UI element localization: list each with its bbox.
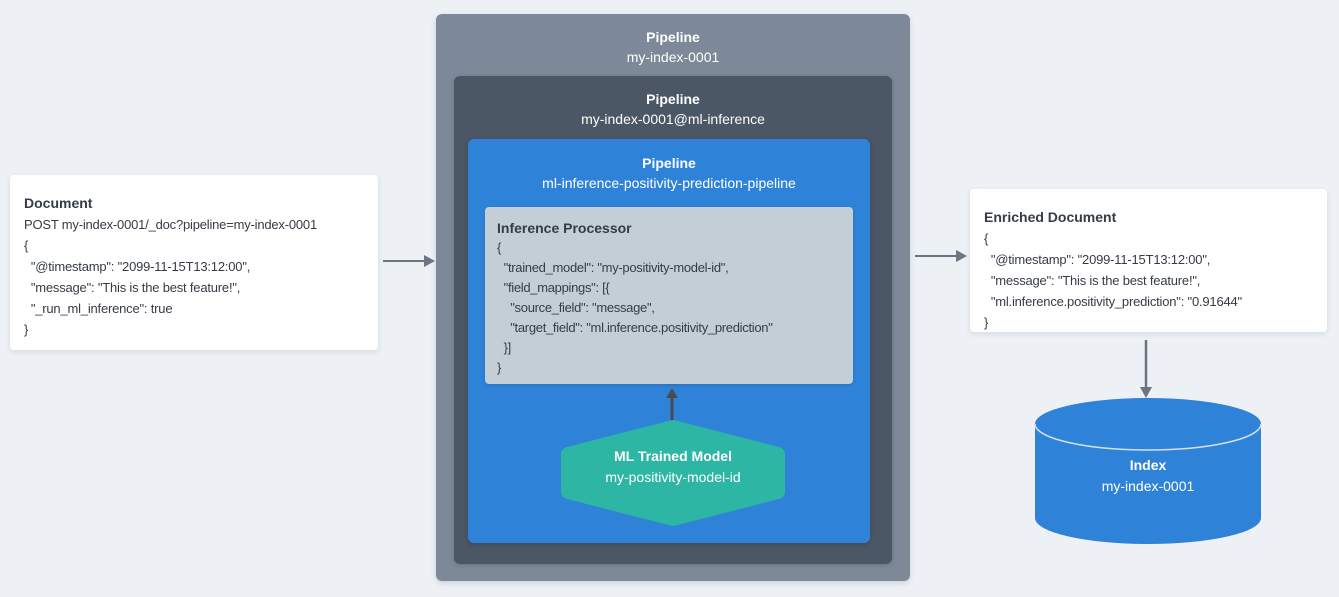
document-card-title: Document bbox=[24, 195, 93, 211]
mid-pipeline-name: my-index-0001@ml-inference bbox=[581, 111, 765, 127]
outer-pipeline-title: Pipeline bbox=[646, 29, 700, 45]
mid-pipeline-header: Pipeline my-index-0001@ml-inference bbox=[454, 76, 892, 129]
index-name: my-index-0001 bbox=[1101, 478, 1195, 494]
inference-processor-box: Inference Processor { "trained_model": "… bbox=[485, 207, 853, 384]
arrow-enriched-to-index-icon bbox=[1140, 340, 1152, 398]
ml-model-label: ML Trained Model my-positivity-model-id bbox=[561, 446, 785, 488]
ml-model-title: ML Trained Model bbox=[614, 448, 732, 464]
outer-pipeline-name: my-index-0001 bbox=[626, 49, 720, 65]
arrow-pipeline-to-enriched-icon bbox=[915, 250, 967, 262]
enriched-document-title: Enriched Document bbox=[984, 209, 1117, 225]
inner-pipeline-header: Pipeline ml-inference-positivity-predict… bbox=[468, 139, 870, 193]
outer-pipeline-box: Pipeline my-index-0001 Pipeline my-index… bbox=[436, 14, 910, 581]
mid-pipeline-box: Pipeline my-index-0001@ml-inference Pipe… bbox=[454, 76, 892, 564]
inference-processor-title: Inference Processor bbox=[497, 220, 632, 236]
document-card-code: POST my-index-0001/_doc?pipeline=my-inde… bbox=[24, 217, 317, 337]
index-title: Index bbox=[1129, 457, 1167, 473]
enriched-document-code: { "@timestamp": "2099-11-15T13:12:00", "… bbox=[984, 231, 1242, 330]
ml-model-name: my-positivity-model-id bbox=[605, 469, 741, 485]
arrow-model-to-processor-icon bbox=[666, 388, 678, 420]
inner-pipeline-title: Pipeline bbox=[642, 155, 696, 171]
mid-pipeline-title: Pipeline bbox=[646, 91, 700, 107]
inference-processor-code: { "trained_model": "my-positivity-model-… bbox=[497, 240, 773, 375]
enriched-document-card: Enriched Document { "@timestamp": "2099-… bbox=[970, 189, 1327, 332]
index-cylinder bbox=[1034, 398, 1262, 544]
ml-model-hexagon bbox=[561, 420, 785, 526]
inner-pipeline-name: ml-inference-positivity-prediction-pipel… bbox=[542, 175, 796, 191]
index-label: Index my-index-0001 bbox=[1033, 455, 1263, 497]
arrow-document-to-pipeline-icon bbox=[383, 255, 435, 267]
document-card: Document POST my-index-0001/_doc?pipelin… bbox=[10, 175, 378, 350]
outer-pipeline-header: Pipeline my-index-0001 bbox=[436, 14, 910, 67]
